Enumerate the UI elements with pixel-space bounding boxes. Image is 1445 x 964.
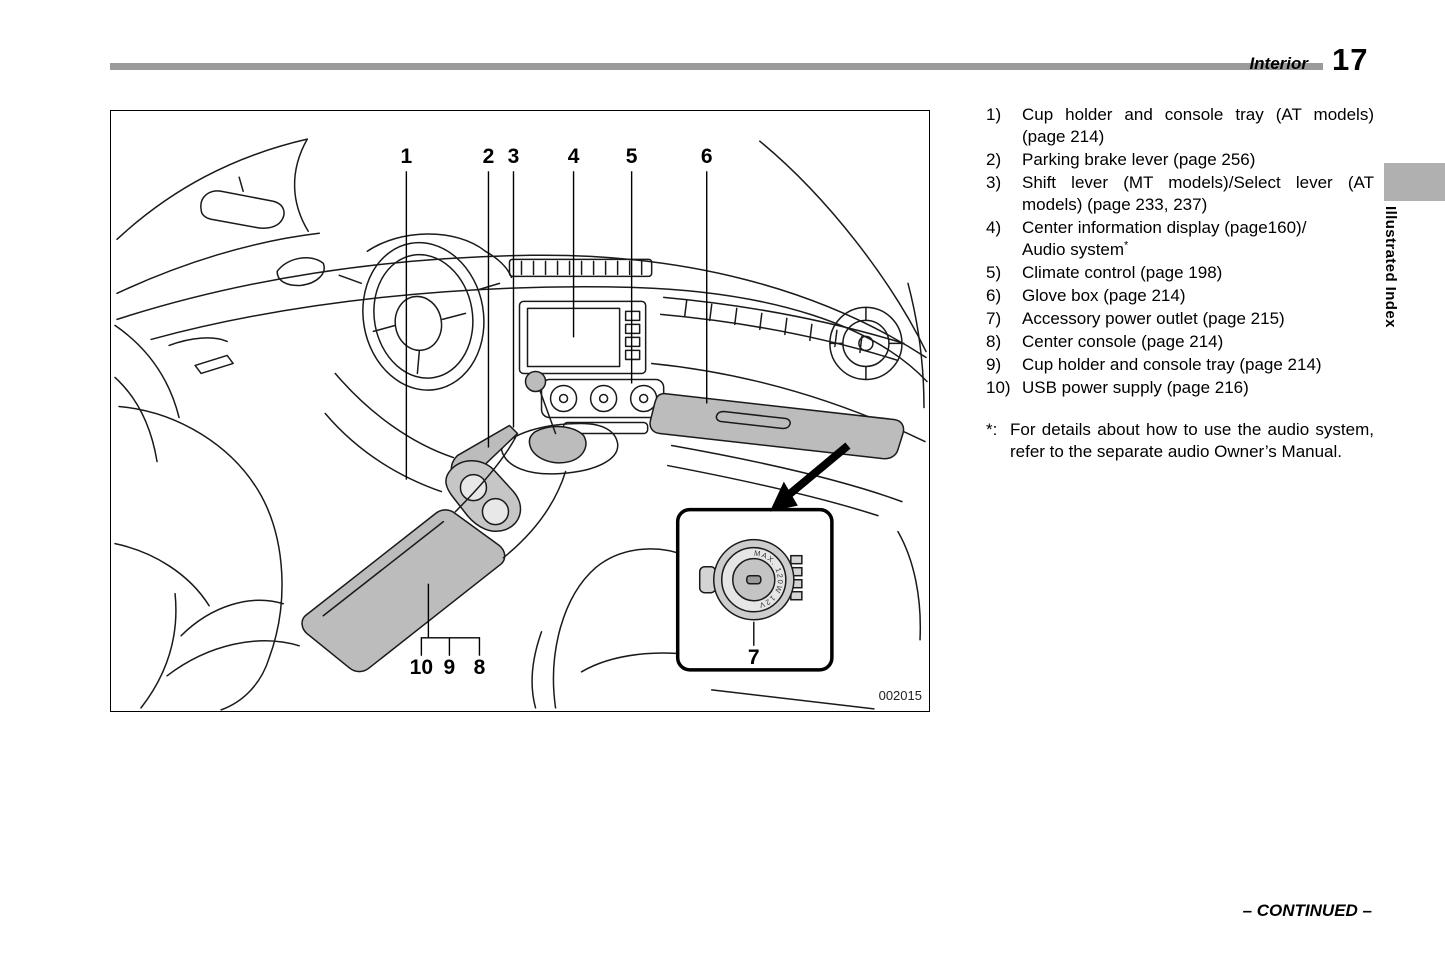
legend-item-4: 4) Center information display (page160)/… bbox=[986, 217, 1374, 261]
interior-illustration: 1 2 3 4 5 6 10 9 8 bbox=[114, 138, 928, 711]
legend-item-10: 10) USB power supply (page 216) bbox=[986, 377, 1374, 399]
legend-item-1: 1) Cup holder and console tray (AT model… bbox=[986, 104, 1374, 148]
legend-item-number: 9) bbox=[986, 355, 1002, 374]
legend-item-number: 7) bbox=[986, 309, 1002, 328]
callout-4: 4 bbox=[568, 145, 580, 168]
legend-item-2: 2) Parking brake lever (page 256) bbox=[986, 149, 1374, 171]
callout-10: 10 bbox=[410, 656, 433, 679]
legend: 1) Cup holder and console tray (AT model… bbox=[986, 104, 1374, 463]
legend-item-number: 6) bbox=[986, 286, 1002, 305]
legend-item-number: 2) bbox=[986, 150, 1002, 169]
legend-item-3: 3) Shift lever (MT models)/Select lever … bbox=[986, 172, 1374, 216]
legend-item-text-line2: Audio system bbox=[1022, 240, 1125, 259]
side-vent-band bbox=[659, 296, 905, 362]
callout-5: 5 bbox=[626, 145, 638, 168]
legend-item-text: Center console (page 214) bbox=[1022, 332, 1224, 351]
right-door bbox=[897, 282, 925, 641]
legend-item-number: 3) bbox=[986, 173, 1002, 192]
legend-item-6: 6) Glove box (page 214) bbox=[986, 285, 1374, 307]
legend-item-text-line1: Center information display (page160)/ bbox=[1022, 218, 1307, 237]
cup-holders bbox=[445, 460, 522, 533]
callout-1: 1 bbox=[401, 145, 413, 168]
thumb-tab-label: Illustrated Index bbox=[1382, 206, 1399, 328]
legend-item-number: 5) bbox=[986, 263, 1002, 282]
legend-item-text: Center information display (page160)/ Aud… bbox=[1022, 218, 1306, 259]
center-information-display bbox=[518, 300, 647, 375]
legend-item-text: Cup holder and console tray (page 214) bbox=[1022, 355, 1322, 374]
section-title: Interior bbox=[1249, 54, 1308, 73]
left-door bbox=[114, 324, 234, 463]
callout-lines bbox=[405, 171, 708, 656]
callout-3: 3 bbox=[508, 145, 520, 168]
legend-item-number: 1) bbox=[986, 105, 1002, 124]
side-mirror-icon bbox=[276, 257, 325, 287]
legend-item-number: 10) bbox=[986, 378, 1011, 397]
inset-arrow-icon bbox=[769, 442, 851, 512]
legend-item-text: Parking brake lever (page 256) bbox=[1022, 150, 1256, 169]
callout-7: 7 bbox=[748, 646, 760, 669]
left-window bbox=[116, 138, 321, 295]
legend-item-number: 8) bbox=[986, 332, 1002, 351]
callout-9: 9 bbox=[444, 656, 456, 679]
legend-item-text: Shift lever (MT models)/Select lever (AT… bbox=[1022, 173, 1374, 214]
callout-8: 8 bbox=[474, 656, 486, 679]
callout-numbers: 1 2 3 4 5 6 10 9 8 bbox=[401, 145, 713, 679]
climate-controls bbox=[540, 378, 665, 435]
page-number: 17 bbox=[1332, 42, 1369, 77]
continued-label: – CONTINUED – bbox=[1242, 901, 1372, 920]
dashboard-lines bbox=[116, 140, 928, 493]
footnote: *: For details about how to use the audi… bbox=[986, 419, 1374, 463]
glove-box-tray bbox=[649, 392, 905, 517]
shift-lever bbox=[500, 370, 619, 475]
steering-wheel bbox=[338, 233, 513, 391]
figure-code: 002015 bbox=[879, 688, 922, 703]
footnote-asterisk: * bbox=[1124, 239, 1129, 252]
header-rule bbox=[110, 63, 1323, 70]
interior-figure: 1 2 3 4 5 6 10 9 8 bbox=[110, 110, 930, 712]
center-console-tray bbox=[301, 436, 567, 673]
legend-item-5: 5) Climate control (page 198) bbox=[986, 262, 1374, 284]
center-vents bbox=[508, 258, 653, 278]
rearview-mirror-icon bbox=[200, 176, 285, 229]
callout-2: 2 bbox=[483, 145, 495, 168]
legend-item-text: Climate control (page 198) bbox=[1022, 263, 1223, 282]
power-outlet-inset: MAX. 120W 12V 7 bbox=[675, 442, 851, 672]
legend-item-text: Glove box (page 214) bbox=[1022, 286, 1186, 305]
legend-item-7: 7) Accessory power outlet (page 215) bbox=[986, 308, 1374, 330]
round-side-vent-icon bbox=[829, 306, 903, 381]
legend-item-text: Accessory power outlet (page 215) bbox=[1022, 309, 1285, 328]
legend-item-9: 9) Cup holder and console tray (page 214… bbox=[986, 354, 1374, 376]
legend-item-text: Cup holder and console tray (AT models) … bbox=[1022, 105, 1374, 146]
thumb-tab-block bbox=[1384, 163, 1445, 201]
footnote-text: For details about how to use the audio s… bbox=[1010, 420, 1374, 461]
callout-6: 6 bbox=[701, 145, 713, 168]
legend-item-text: USB power supply (page 216) bbox=[1022, 378, 1249, 397]
footnote-marker: *: bbox=[986, 420, 998, 439]
legend-item-8: 8) Center console (page 214) bbox=[986, 331, 1374, 353]
legend-item-number: 4) bbox=[986, 218, 1002, 237]
